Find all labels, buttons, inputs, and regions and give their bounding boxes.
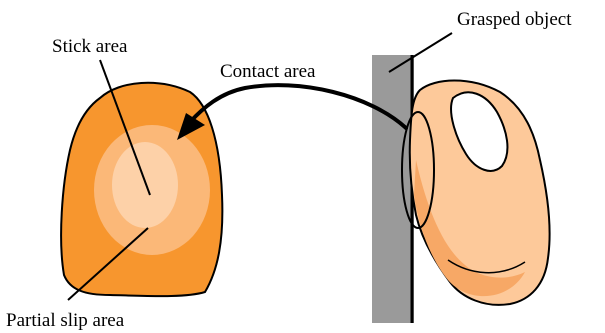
stick-region xyxy=(112,142,178,228)
grasped-object-pointer xyxy=(389,33,452,72)
label-partial-slip-area: Partial slip area xyxy=(6,310,125,331)
label-contact-area: Contact area xyxy=(220,61,316,82)
label-grasped-object: Grasped object xyxy=(457,9,572,30)
finger-drawing xyxy=(402,81,550,305)
grasped-object-bar xyxy=(372,55,414,323)
label-stick-area: Stick area xyxy=(52,36,128,57)
